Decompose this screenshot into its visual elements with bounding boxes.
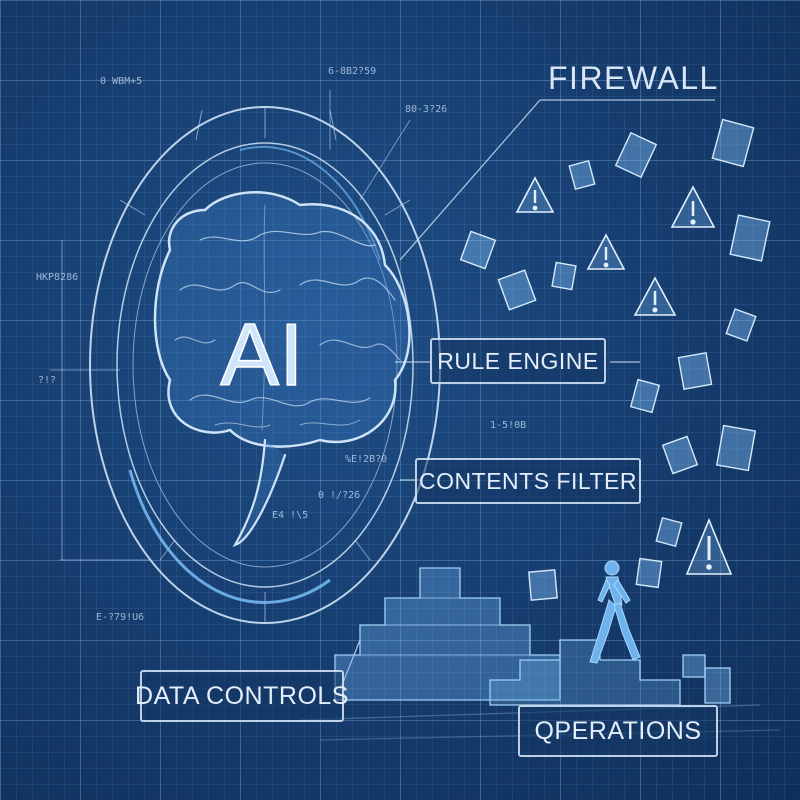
cube-icon xyxy=(614,131,658,179)
cube-icon xyxy=(551,261,577,291)
annotation-text: HKP8286 xyxy=(36,272,79,283)
staircase-icon xyxy=(299,567,781,741)
warning-icon xyxy=(633,276,677,316)
annotation-text: %E!2B?0 xyxy=(345,454,388,465)
warning-icon xyxy=(670,185,716,228)
contents-filter-label: CONTENTS FILTER xyxy=(415,458,641,504)
walking-person-icon xyxy=(589,560,641,664)
annotation-text: E4 !\5 xyxy=(272,510,309,521)
cube-icon xyxy=(715,424,757,472)
annotation-text: E-?79!U6 xyxy=(96,612,145,623)
cube-icon xyxy=(635,557,663,589)
cube-icon xyxy=(528,569,558,601)
firewall-label: FIREWALL xyxy=(548,60,719,96)
brain-icon xyxy=(153,191,411,547)
warning-icon xyxy=(685,517,733,575)
cube-icon xyxy=(677,352,713,390)
annotation-text: 6-8B2?59 xyxy=(328,66,377,77)
warning-icon xyxy=(586,233,626,270)
annotation-text: 80-3?26 xyxy=(405,104,448,115)
annotation-text: 1-5!0B xyxy=(490,420,527,431)
data-controls-label: DATA CONTROLS xyxy=(135,670,348,722)
cube-icon xyxy=(725,308,757,342)
annotation-text: ?!? xyxy=(38,375,57,386)
cube-icon xyxy=(629,378,661,414)
annotation-text: 0 !/?26 xyxy=(318,490,361,501)
operations-label: QPERATIONS xyxy=(518,705,718,757)
connector-lines xyxy=(339,99,715,691)
cube-icon xyxy=(729,214,771,262)
cube-icon xyxy=(459,230,497,270)
cube-icon xyxy=(497,269,537,311)
annotation-text: 0 WBM+5 xyxy=(100,76,143,87)
ai-title: AI xyxy=(220,305,303,404)
warning-icon xyxy=(515,176,555,213)
cube-icon xyxy=(568,159,596,191)
warning-icons xyxy=(515,176,733,575)
rule-engine-label: RULE ENGINE xyxy=(430,338,606,384)
cube-icons xyxy=(459,118,771,601)
cube-icon xyxy=(711,118,755,168)
cube-icon xyxy=(655,516,683,548)
cube-icon xyxy=(661,435,699,475)
